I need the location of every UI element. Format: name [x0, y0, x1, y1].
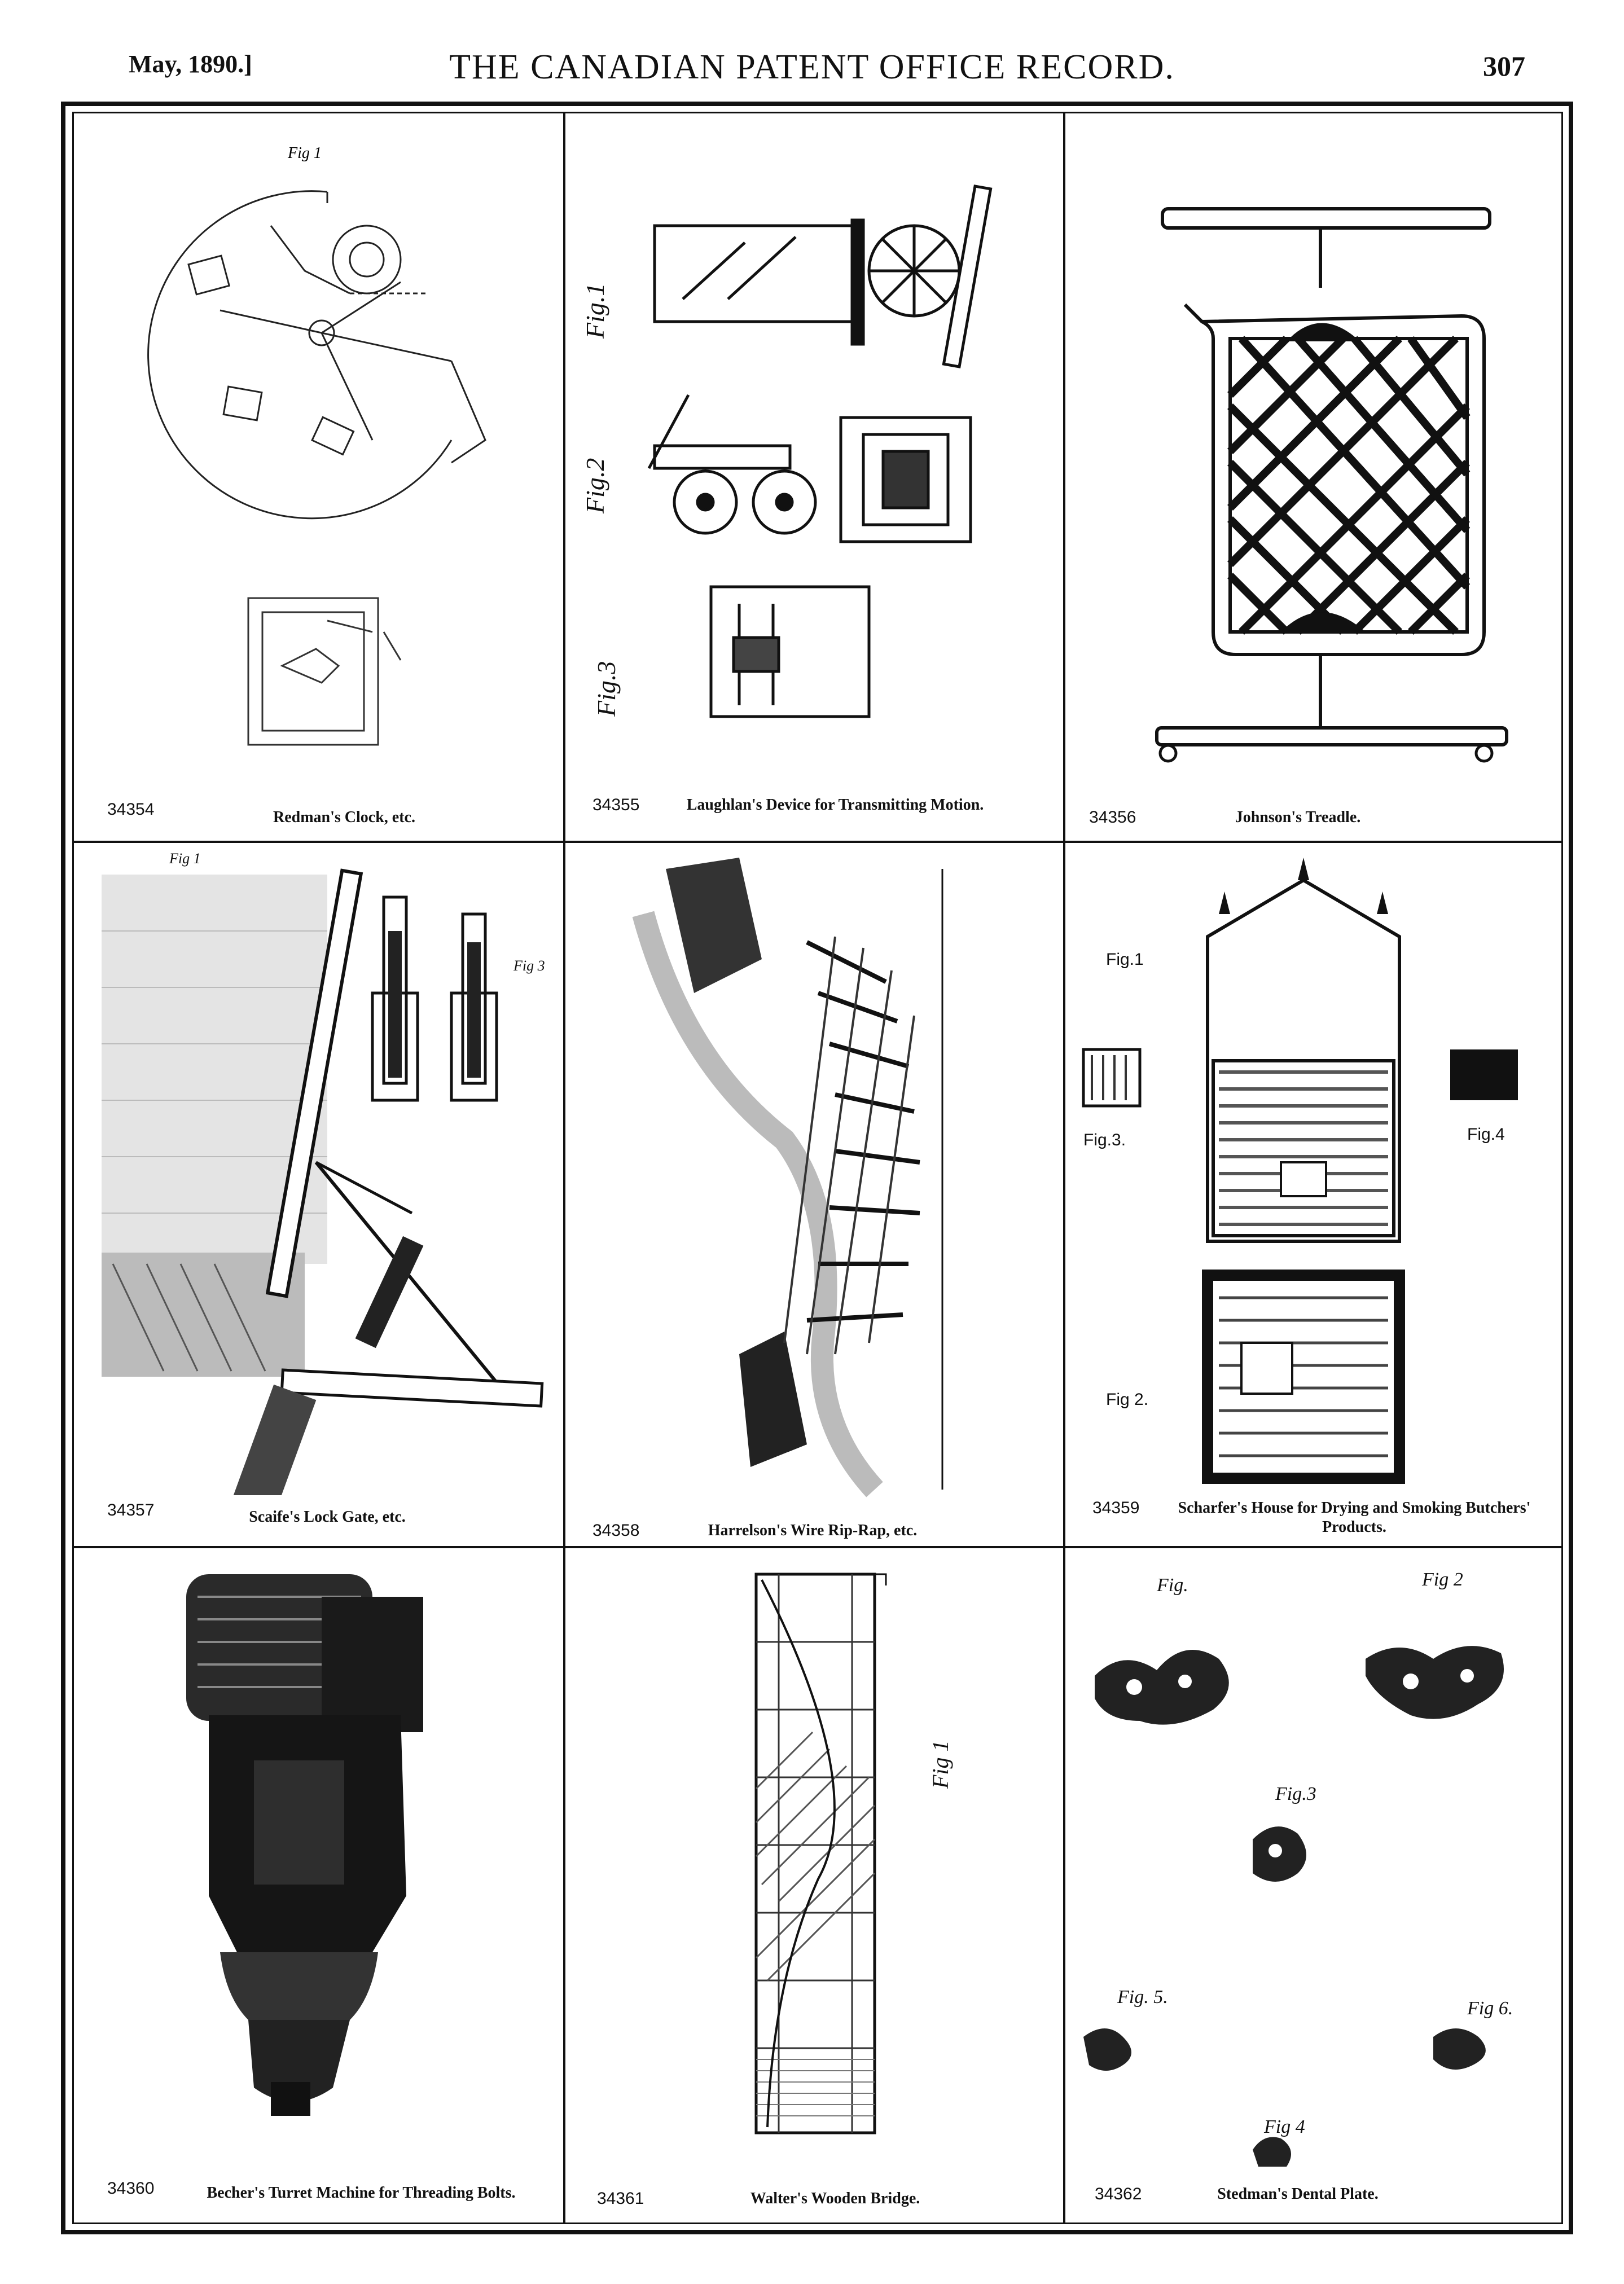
figure-label: Fig 3 [513, 957, 545, 974]
patent-number: 34359 [1092, 1499, 1140, 1517]
patent-title: Walter's Wooden Bridge. [750, 2190, 920, 2207]
patent-title: Redman's Clock, etc. [273, 809, 415, 826]
patent-title: Laughlan's Device for Transmitting Motio… [686, 796, 984, 814]
figure-label: Fig 1 [169, 850, 201, 867]
grid-divider-v1 [563, 112, 565, 2224]
figure-label: Fig.2 [581, 458, 609, 514]
patent-number: 34356 [1089, 808, 1136, 827]
figure-label: Fig.1 [1106, 950, 1144, 969]
page-frame-inner [72, 112, 1563, 2224]
clock-drawing: Fig 1 [147, 144, 486, 746]
patent-number: 34357 [107, 1501, 155, 1519]
figure-label: Fig 1 [287, 144, 322, 162]
figure-label: Fig 2. [1106, 1390, 1148, 1409]
figure-label: Fig 1 [928, 1740, 953, 1789]
treadle-drawing [1155, 207, 1508, 763]
patent-number: 34361 [597, 2189, 644, 2208]
page-header: May, 1890.] THE CANADIAN PATENT OFFICE R… [0, 0, 1624, 102]
patent-title: Scharfer's House for Drying and Smoking … [1178, 1499, 1531, 1536]
patent-number: 34362 [1095, 2185, 1142, 2203]
figure-label: Fig 4 [1263, 2116, 1305, 2137]
grid-divider-h2 [72, 1546, 1563, 1548]
grid-divider-v2 [1063, 112, 1065, 2224]
figure-label: Fig.3 [592, 661, 621, 717]
page-number: 307 [1483, 50, 1525, 82]
dental-plate-drawing: Fig. Fig 2 Fig.3 Fig. 5. Fig 6. Fig 4 [1083, 1569, 1513, 2167]
figure-label: Fig.3. [1083, 1131, 1126, 1149]
figure-label: Fig. 5. [1117, 1987, 1168, 2008]
figure-label: Fig 6. [1467, 1998, 1513, 2019]
rip-rap-drawing [632, 846, 1055, 1497]
figure-label: Fig.3 [1275, 1784, 1316, 1804]
patent-title: Scaife's Lock Gate, etc. [249, 1508, 406, 1526]
patent-title: Harrelson's Wire Rip-Rap, etc. [708, 1522, 918, 1539]
publication-title: THE CANADIAN PATENT OFFICE RECORD. [449, 48, 1175, 86]
wooden-bridge-drawing: Fig 1 [754, 1573, 953, 2134]
turret-machine-drawing [186, 1574, 423, 2116]
patent-title: Johnson's Treadle. [1235, 809, 1361, 826]
page-frame-outer [61, 102, 1573, 2234]
lock-gate-drawing: Fig 1 Fig 3 [102, 850, 545, 1495]
patent-number: 34354 [107, 800, 155, 819]
figure-label: Fig.4 [1467, 1125, 1505, 1144]
patent-number: 34355 [592, 796, 640, 814]
issue-date: May, 1890.] [129, 50, 252, 78]
transmitting-motion-drawing: Fig.1 Fig.2 Fig.3 [581, 185, 993, 718]
figure-label: Fig.1 [581, 283, 609, 339]
grid-divider-h1 [72, 841, 1563, 843]
figure-label: Fig 2 [1421, 1569, 1463, 1590]
figure-label: Fig. [1156, 1575, 1188, 1596]
patent-title: Stedman's Dental Plate. [1217, 2185, 1379, 2203]
patent-title: Becher's Turret Machine for Threading Bo… [207, 2184, 516, 2202]
patent-number: 34360 [107, 2179, 155, 2198]
smoke-house-drawing: Fig.1 Fig.3. Fig.4 Fig 2. [1082, 858, 1518, 1484]
patent-number: 34358 [592, 1521, 640, 1540]
